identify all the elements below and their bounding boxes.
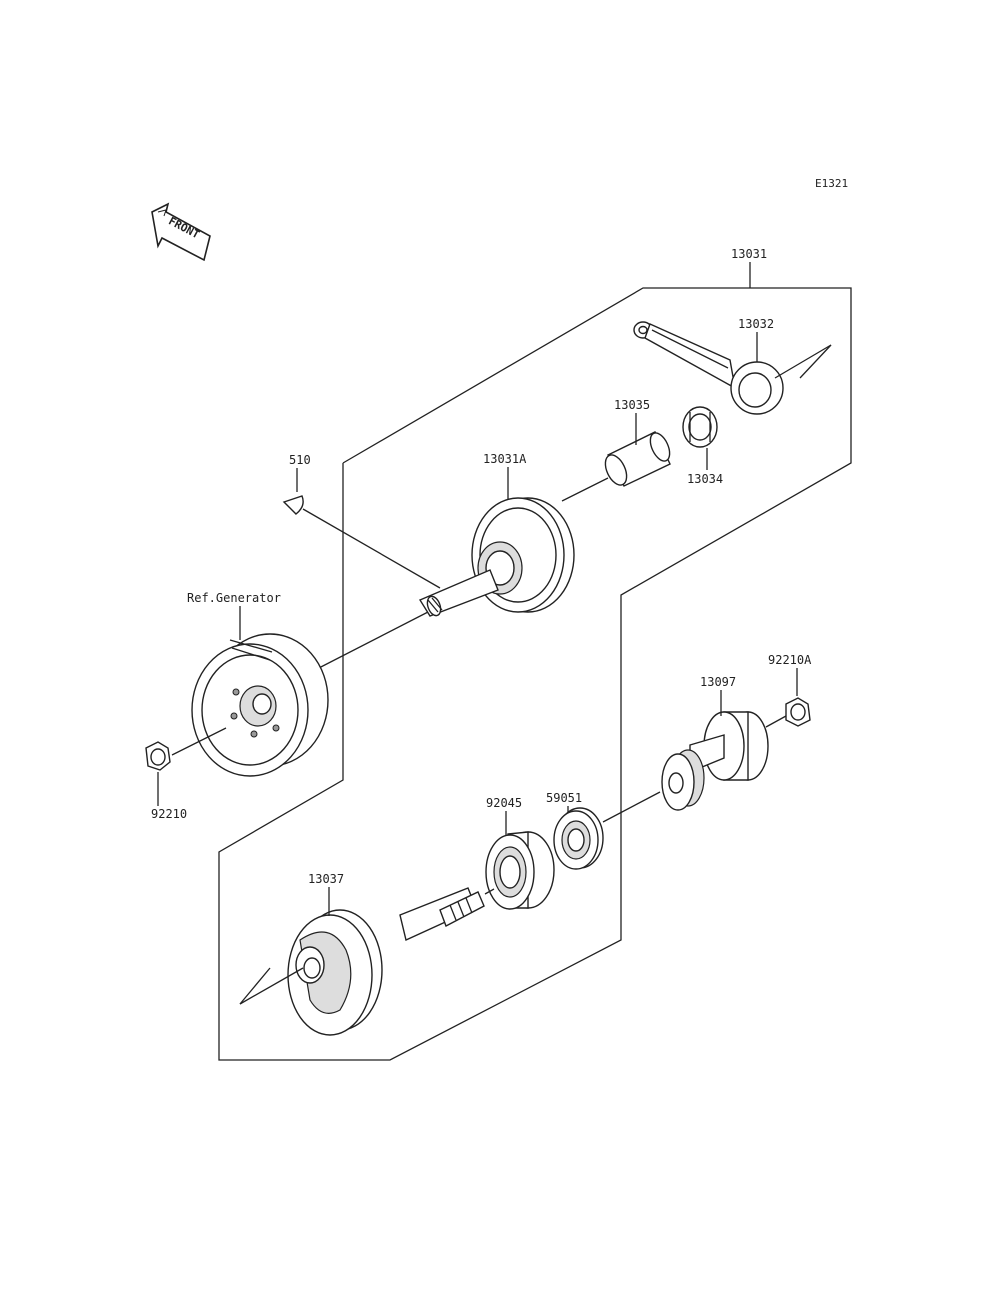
front-arrow-icon: FRONT [151, 202, 211, 262]
label-ref-generator[interactable]: Ref.Generator [187, 591, 281, 605]
group-outline-upper [218, 287, 852, 1061]
balancer-shaft-13097[interactable] [661, 711, 769, 811]
label-13031A[interactable]: 13031A [483, 452, 527, 466]
needle-bearing-13034[interactable] [682, 406, 718, 448]
label-92210[interactable]: 92210 [151, 807, 187, 821]
label-59051[interactable]: 59051 [546, 791, 582, 805]
woodruff-key-510[interactable] [282, 495, 304, 515]
ball-bearing-92045[interactable] [485, 831, 555, 910]
generator-rotor[interactable] [191, 633, 329, 777]
label-92210A[interactable]: 92210A [768, 653, 812, 667]
crankshaft-right-13037[interactable] [287, 887, 485, 1036]
label-13032[interactable]: 13032 [738, 317, 774, 331]
label-13035[interactable]: 13035 [614, 398, 650, 412]
nut-92210[interactable] [145, 741, 171, 771]
label-510[interactable]: 510 [289, 453, 311, 467]
crankshaft-left-13031A[interactable] [418, 497, 575, 617]
label-13034[interactable]: 13034 [687, 472, 723, 486]
crank-pin-13035[interactable] [601, 430, 674, 488]
label-92045[interactable]: 92045 [486, 796, 522, 810]
label-13037[interactable]: 13037 [308, 872, 344, 886]
gear-59051[interactable] [553, 807, 604, 870]
label-13097[interactable]: 13097 [700, 675, 736, 689]
diagram-code: E1321 [815, 177, 848, 190]
connecting-rod-13032[interactable] [633, 321, 784, 415]
label-13031[interactable]: 13031 [731, 247, 767, 261]
nut-92210A[interactable] [785, 697, 811, 727]
